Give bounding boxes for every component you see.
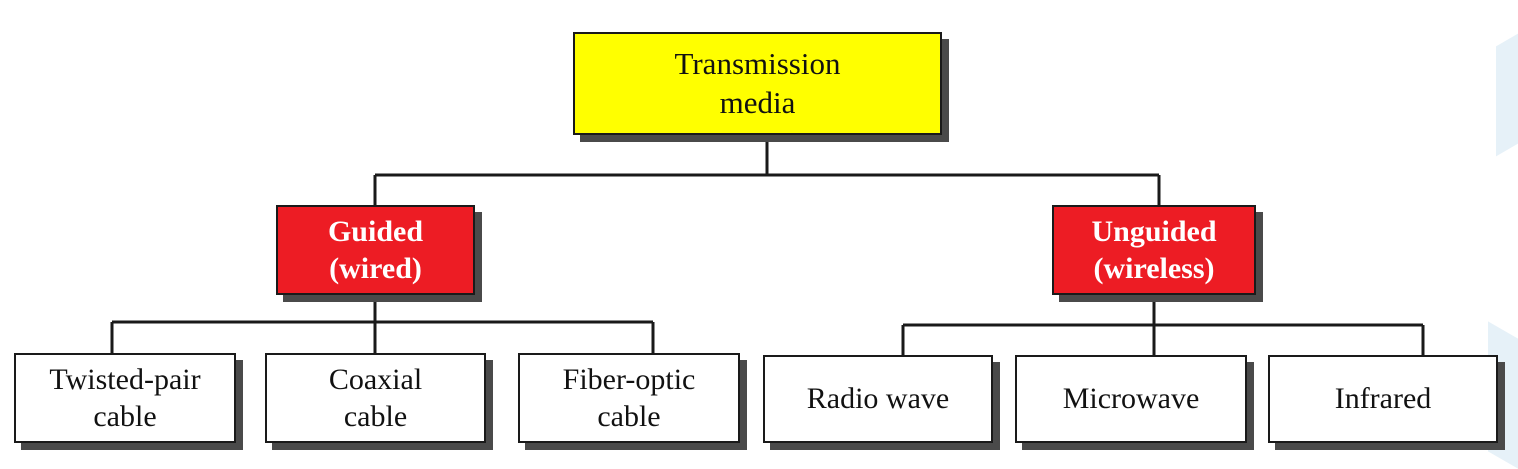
node-label: cable (93, 400, 157, 433)
node-label: Transmission (674, 45, 841, 81)
node-label: media (719, 84, 796, 120)
node-label: Radio wave (806, 382, 950, 416)
node-label: Fiber-optic (562, 362, 696, 396)
leaf-node-microwave: Microwave (1015, 355, 1247, 443)
category-node-unguided: Unguided (wireless) (1052, 205, 1256, 295)
leaf-node-fiber-optic: Fiber-optic cable (518, 353, 740, 443)
leaf-node-twisted-pair: Twisted-pair cable (14, 353, 236, 443)
node-label: Microwave (1062, 382, 1200, 416)
node-label: Guided (327, 214, 424, 248)
node-label: cable (597, 400, 661, 433)
node-label: Twisted-pair (49, 362, 201, 396)
node-label: (wireless) (1093, 252, 1215, 285)
leaf-node-infrared: Infrared (1268, 355, 1498, 443)
leaf-node-coaxial: Coaxial cable (265, 353, 486, 443)
node-label: (wired) (329, 252, 422, 285)
node-label: cable (343, 400, 408, 433)
leaf-node-radio-wave: Radio wave (763, 355, 993, 443)
category-node-guided: Guided (wired) (276, 205, 475, 295)
node-label: Unguided (1091, 214, 1217, 248)
node-label: Infrared (1334, 382, 1432, 416)
root-node-transmission-media: Transmission media (573, 32, 942, 135)
node-label: Coaxial (328, 362, 423, 396)
